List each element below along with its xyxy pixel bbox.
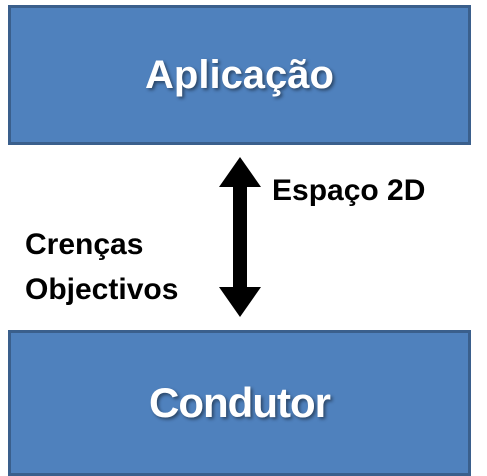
application-label: Aplicação xyxy=(145,52,334,97)
bidirectional-arrow-icon xyxy=(219,157,261,317)
application-box: Aplicação xyxy=(8,5,471,145)
arrow-label-espaco-2d: Espaço 2D xyxy=(272,174,426,207)
arrow-label-objectivos: Objectivos xyxy=(25,273,179,306)
driver-label: Condutor xyxy=(149,379,331,426)
driver-box: Condutor xyxy=(8,330,471,476)
arrow-label-crencas: Crenças xyxy=(25,228,144,261)
